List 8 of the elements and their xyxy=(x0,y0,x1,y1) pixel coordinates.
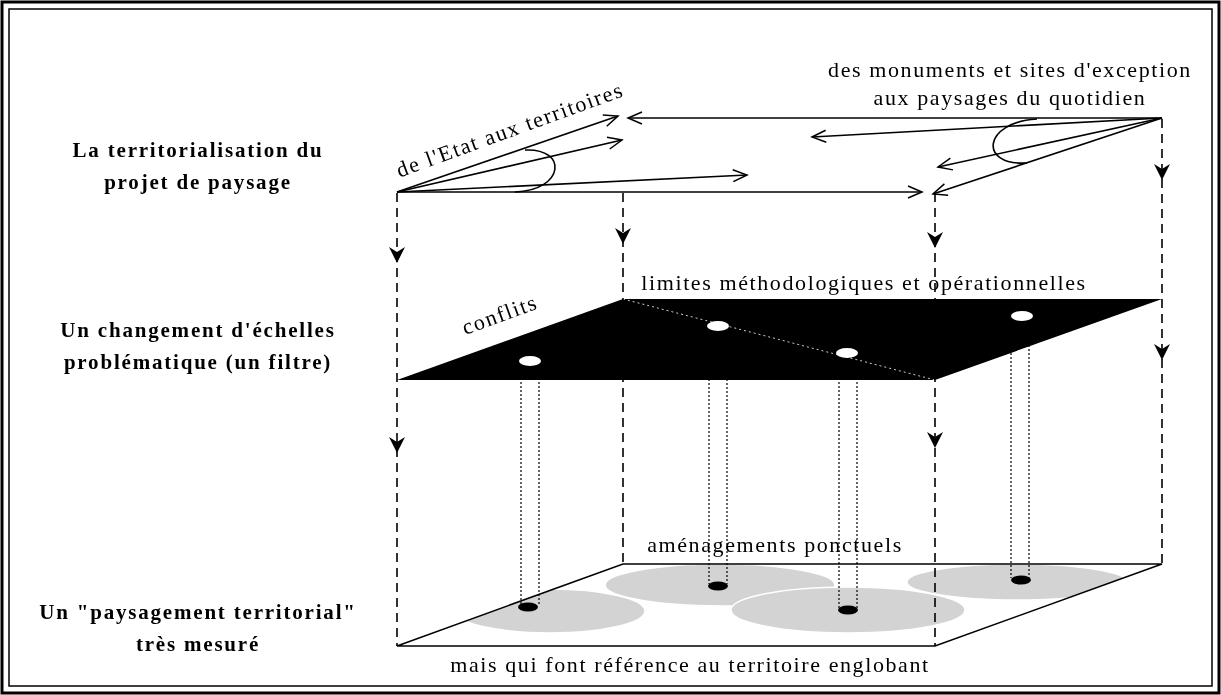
plane-label: aménagements ponctuels xyxy=(646,531,904,559)
plane-label: conflits xyxy=(457,288,543,342)
plane-label: des monuments et sites d'exception aux paysages du quotidien xyxy=(827,56,1193,112)
plane-label: mais qui font référence au territoire englobant xyxy=(449,651,931,679)
level-heading: La territorialisation du projet de paysage xyxy=(71,137,325,196)
plane-label: limites méthodologiques et opérationnelles xyxy=(640,269,1088,297)
level-heading: Un changement d'échelles problématique (un filtre) xyxy=(59,317,337,376)
level-heading: Un "paysagement territorial" très mesuré xyxy=(38,599,358,658)
